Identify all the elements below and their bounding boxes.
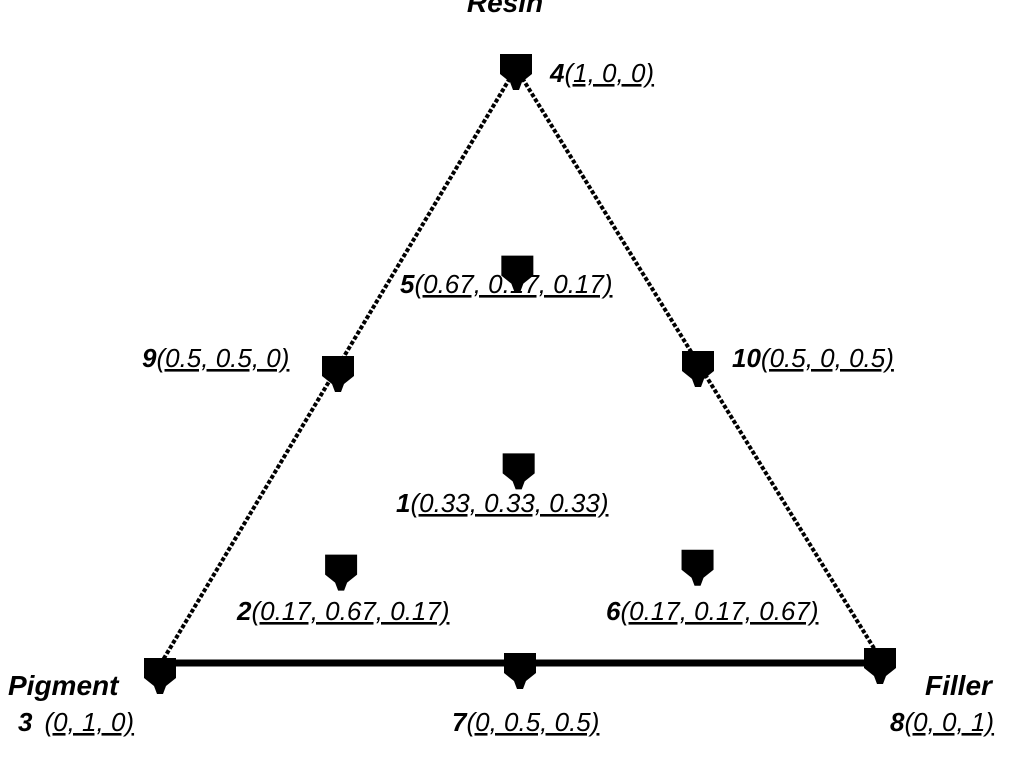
point-marker-1 — [502, 453, 535, 490]
edge-resin-filler — [514, 66, 882, 660]
svg-text:3(0, 1, 0): 3 (0, 1, 0) — [18, 707, 134, 737]
point-number: 5 — [400, 269, 415, 299]
svg-text:2(0.17, 0.67, 0.17): 2(0.17, 0.67, 0.17) — [236, 596, 450, 626]
point-label-5: 5(0.67, 0.17, 0.17) — [400, 269, 613, 299]
point-label-7: 7(0, 0.5, 0.5) — [452, 707, 599, 737]
edge-resin-pigment — [158, 66, 518, 667]
point-coordinates: (1, 0, 0) — [564, 58, 654, 88]
svg-text:4(1, 0, 0): 4(1, 0, 0) — [549, 58, 654, 88]
point-marker-10 — [682, 351, 714, 387]
point-coordinates: (0.67, 0.17, 0.17) — [414, 269, 612, 299]
svg-text:1(0.33, 0.33, 0.33): 1(0.33, 0.33, 0.33) — [396, 488, 609, 518]
point-number: 6 — [606, 596, 621, 626]
svg-text:9(0.5, 0.5, 0): 9(0.5, 0.5, 0) — [142, 343, 289, 373]
point-number: 10 — [732, 343, 761, 373]
point-marker-4 — [500, 54, 532, 90]
point-marker-6 — [681, 549, 714, 586]
point-label-4: 4(1, 0, 0) — [549, 58, 654, 88]
point-number: 9 — [142, 343, 157, 373]
svg-text:6(0.17, 0.17, 0.67): 6(0.17, 0.17, 0.67) — [606, 596, 819, 626]
point-label-9: 9(0.5, 0.5, 0) — [142, 343, 289, 373]
point-coordinates: (0, 1, 0) — [44, 707, 134, 737]
point-label-2: 2(0.17, 0.67, 0.17) — [236, 596, 450, 626]
point-number: 4 — [549, 58, 565, 88]
point-label-1: 1(0.33, 0.33, 0.33) — [396, 488, 609, 518]
point-coordinates: (0, 0, 1) — [904, 707, 994, 737]
point-number: 1 — [396, 488, 410, 518]
point-marker-3 — [144, 658, 176, 694]
point-coordinates: (0.5, 0, 0.5) — [761, 343, 894, 373]
point-coordinates: (0.5, 0.5, 0) — [156, 343, 289, 373]
point-marker-2 — [325, 554, 358, 591]
vertex-label-resin: Resin — [467, 0, 543, 18]
point-marker-7 — [504, 653, 536, 689]
svg-text:7(0, 0.5, 0.5): 7(0, 0.5, 0.5) — [452, 707, 599, 737]
point-number: 8 — [890, 707, 905, 737]
point-label-10: 10(0.5, 0, 0.5) — [732, 343, 894, 373]
point-marker-5 — [501, 255, 534, 292]
point-marker-9 — [322, 356, 354, 392]
point-label-8: 8(0, 0, 1) — [890, 707, 994, 737]
point-number: 3 — [18, 707, 33, 737]
svg-text:8(0, 0, 1): 8(0, 0, 1) — [890, 707, 994, 737]
point-label-3: 3 (0, 1, 0) — [18, 707, 134, 737]
vertex-label-pigment: Pigment — [8, 670, 120, 701]
svg-text:5(0.67, 0.17, 0.17): 5(0.67, 0.17, 0.17) — [400, 269, 613, 299]
point-marker-8 — [864, 648, 896, 684]
point-number: 7 — [452, 707, 468, 737]
point-coordinates: (0.17, 0.67, 0.17) — [251, 596, 449, 626]
point-coordinates: (0.17, 0.17, 0.67) — [620, 596, 818, 626]
point-coordinates: (0, 0.5, 0.5) — [466, 707, 599, 737]
point-coordinates: (0.33, 0.33, 0.33) — [410, 488, 608, 518]
svg-text:10(0.5, 0, 0.5): 10(0.5, 0, 0.5) — [732, 343, 894, 373]
point-label-6: 6(0.17, 0.17, 0.67) — [606, 596, 819, 626]
point-markers — [144, 54, 896, 694]
point-number: 2 — [236, 596, 252, 626]
vertex-label-filler: Filler — [925, 670, 994, 701]
